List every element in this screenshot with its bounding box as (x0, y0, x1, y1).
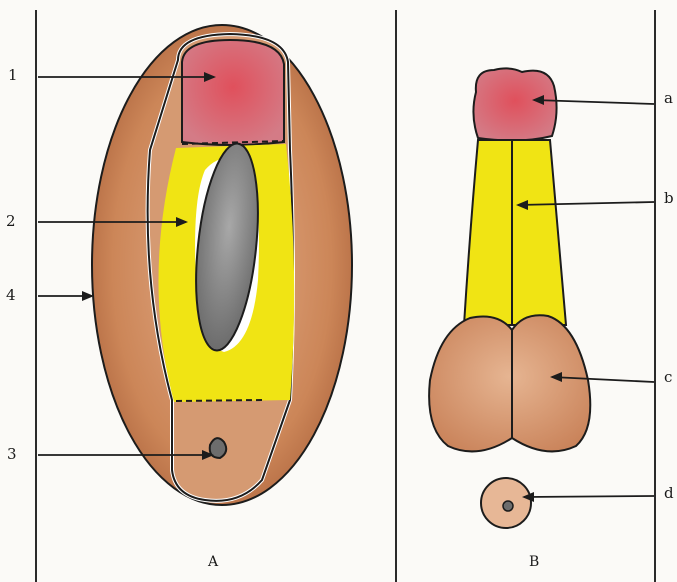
label-3: 3 (7, 447, 17, 462)
label-2: 2 (6, 214, 16, 229)
panel-b-caption: B (529, 555, 539, 569)
small-disc-center (503, 501, 513, 511)
red-cap-a (182, 40, 284, 145)
label-b: b (664, 191, 674, 206)
label-4: 4 (6, 288, 16, 303)
dashed-boundary-bottom (176, 400, 262, 401)
panel-a-caption: A (208, 555, 218, 569)
label-a: a (664, 91, 673, 106)
yellow-shaft (464, 140, 566, 325)
red-cap-b (473, 68, 556, 140)
label-c: c (664, 370, 672, 385)
panel-a (38, 25, 352, 505)
brown-bulb (429, 315, 590, 451)
label-d: d (664, 486, 674, 501)
leader-line-d (524, 496, 654, 497)
panel-b (429, 68, 654, 528)
label-1: 1 (8, 68, 18, 83)
